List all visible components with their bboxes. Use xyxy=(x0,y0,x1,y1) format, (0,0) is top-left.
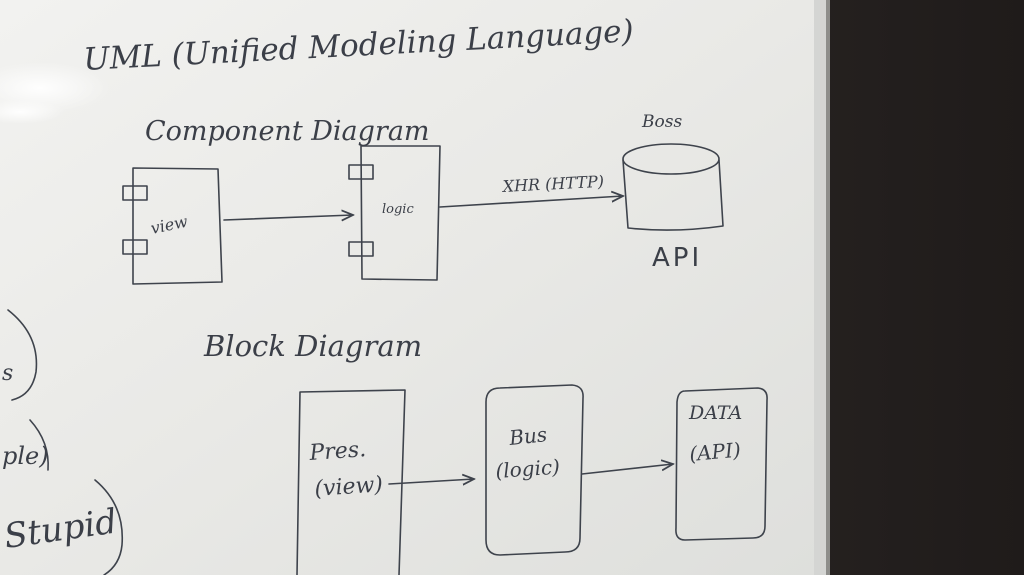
bus-line1: Bus xyxy=(507,422,548,450)
logic-to-db-arrow xyxy=(439,196,623,208)
whiteboard-frame xyxy=(814,0,828,575)
presentation-block: Pres. (view) xyxy=(296,389,406,575)
pres-line2: (view) xyxy=(314,472,384,502)
fragment-s: s xyxy=(2,361,13,386)
block-diagram-heading: Block Diagram xyxy=(203,329,422,363)
bus-line2: (logic) xyxy=(495,455,561,483)
bus-to-data-arrow xyxy=(581,464,673,475)
business-logic-block: Bus (logic) xyxy=(485,384,584,556)
fragment-ple: ple) xyxy=(2,442,49,470)
data-block: DATA (API) xyxy=(675,387,768,541)
pres-to-bus-arrow xyxy=(388,479,474,484)
view-to-logic-arrow xyxy=(223,215,353,220)
data-line2: (API) xyxy=(688,438,741,466)
api-label: API xyxy=(652,243,702,273)
data-line1: DATA xyxy=(688,402,742,424)
logic-component: logic xyxy=(348,145,441,281)
whiteboard-surface xyxy=(0,0,818,575)
logic-label: logic xyxy=(382,202,414,217)
database-cylinder xyxy=(622,143,724,231)
component-diagram-heading: Component Diagram xyxy=(145,116,430,147)
db-label: Boss xyxy=(641,112,682,132)
pres-line1: Pres. xyxy=(308,437,367,466)
